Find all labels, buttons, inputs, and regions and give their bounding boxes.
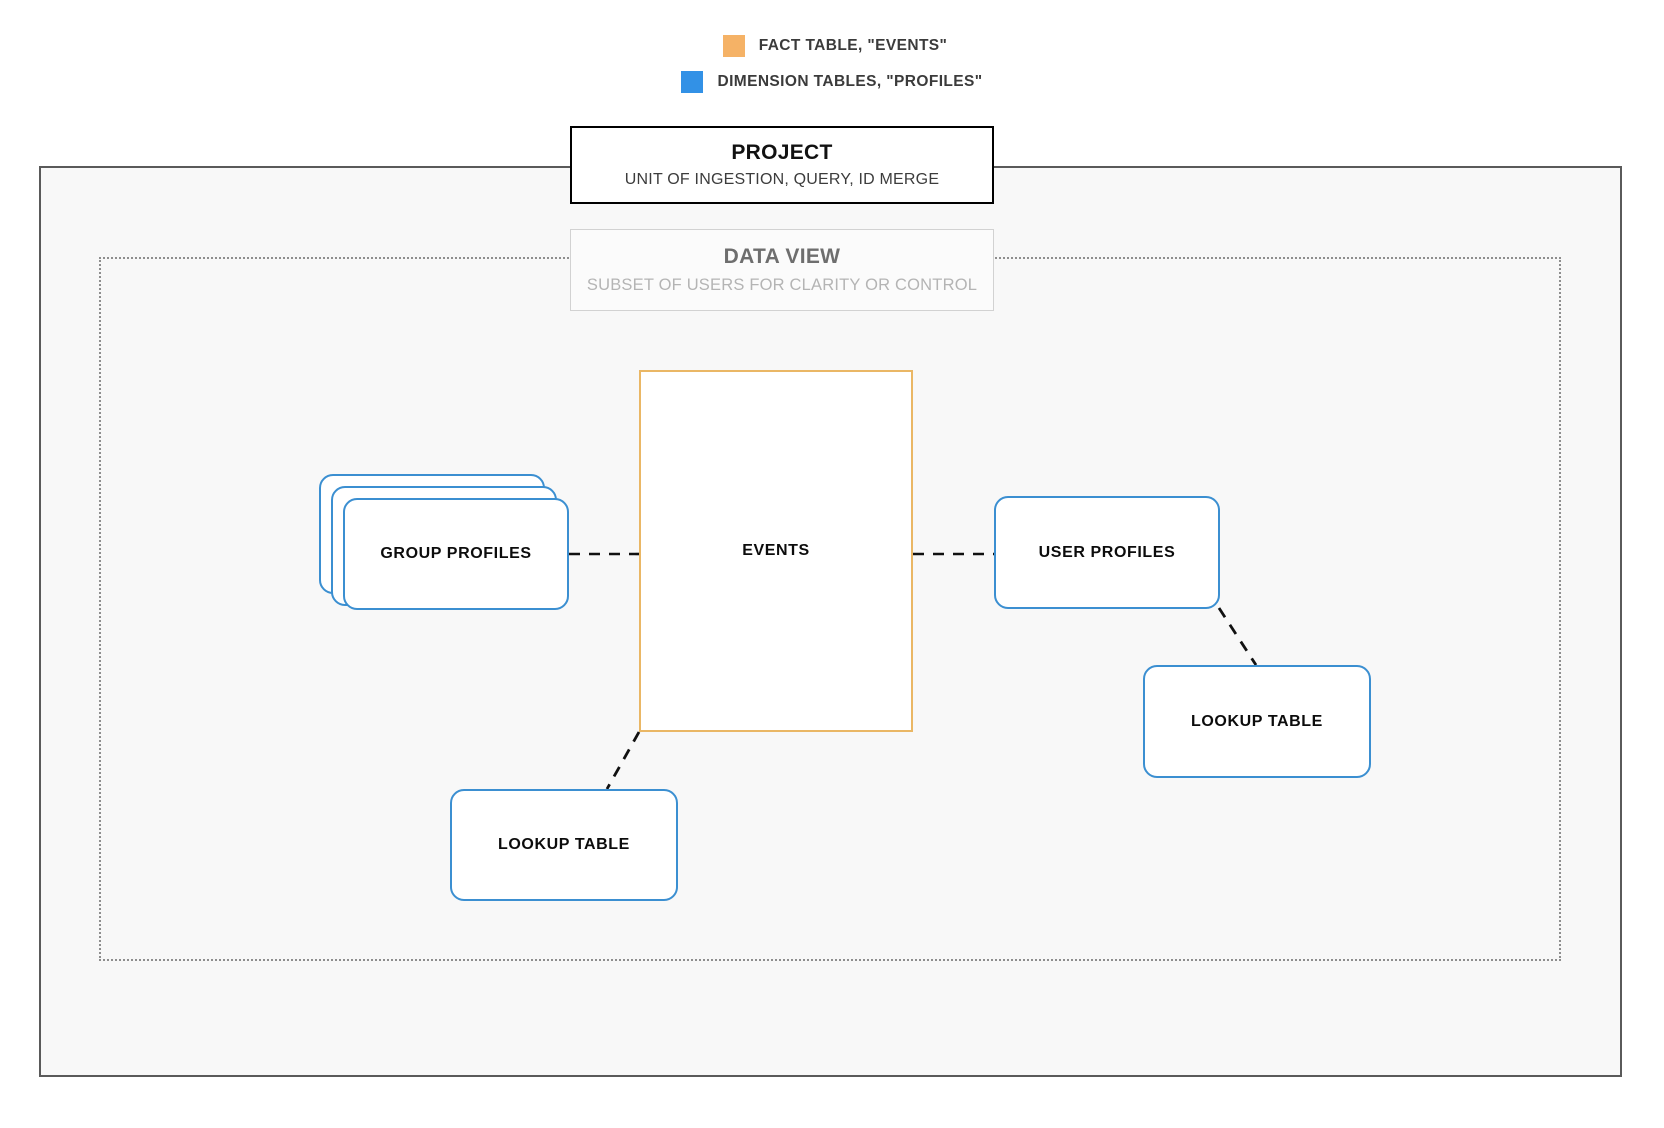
- legend-item-fact-table: FACT TABLE, "EVENTS": [0, 28, 1664, 64]
- dimension-table-lookup-table-left[interactable]: LOOKUP TABLE: [450, 789, 678, 901]
- data-view-subtitle: SUBSET OF USERS FOR CLARITY OR CONTROL: [586, 276, 978, 294]
- lookup-table-right-label: LOOKUP TABLE: [1191, 712, 1323, 730]
- dimension-table-group-profiles[interactable]: GROUP PROFILES: [343, 498, 569, 610]
- legend-item-dimension-tables: DIMENSION TABLES, "PROFILES": [0, 64, 1664, 100]
- project-title: PROJECT: [731, 141, 833, 164]
- legend-item-label: FACT TABLE, "EVENTS": [758, 37, 948, 54]
- lookup-table-left-label: LOOKUP TABLE: [498, 836, 630, 853]
- fact-table-events[interactable]: EVENTS: [639, 370, 913, 732]
- dimension-table-lookup-table-right[interactable]: LOOKUP TABLE: [1143, 665, 1371, 778]
- fact-table-events-label: EVENTS: [742, 542, 810, 559]
- blue-square-swatch: [681, 71, 704, 93]
- legend: FACT TABLE, "EVENTS" DIMENSION TABLES, "…: [0, 28, 1664, 100]
- data-view-title: DATA VIEW: [723, 245, 841, 268]
- project-header[interactable]: PROJECT UNIT OF INGESTION, QUERY, ID MER…: [570, 126, 994, 204]
- dimension-table-user-profiles[interactable]: USER PROFILES: [994, 496, 1220, 609]
- data-view-header[interactable]: DATA VIEW SUBSET OF USERS FOR CLARITY OR…: [570, 229, 994, 311]
- group-profiles-label: GROUP PROFILES: [380, 545, 532, 562]
- legend-item-label: DIMENSION TABLES, "PROFILES": [717, 73, 983, 90]
- user-profiles-label: USER PROFILES: [1038, 543, 1176, 561]
- orange-square-swatch: [722, 35, 745, 57]
- project-subtitle: UNIT OF INGESTION, QUERY, ID MERGE: [624, 171, 940, 188]
